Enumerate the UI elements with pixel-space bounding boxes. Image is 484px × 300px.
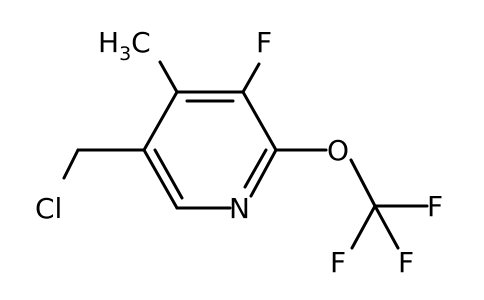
bond-c5-c4 xyxy=(142,90,179,152)
bond-c3-fluoro xyxy=(241,62,261,94)
bond-ch2-cl xyxy=(62,148,80,180)
oxygen-label: O xyxy=(327,134,349,167)
bond-oxygen-cf3 xyxy=(349,158,377,208)
bond-cf3-f-bottomright xyxy=(373,204,400,250)
bond-c2-n-inner xyxy=(243,148,268,189)
nitrogen-label: N xyxy=(229,192,250,225)
bond-c2-n xyxy=(249,148,278,198)
bond-c6-c5 xyxy=(142,148,179,210)
cf3-fluoro-bottomleft-label: F xyxy=(330,246,346,279)
fluoro-label: F xyxy=(256,26,272,59)
cf3-fluoro-bottomright-label: F xyxy=(398,246,414,279)
bond-c4-methyl xyxy=(158,60,179,94)
chlorine-label: Cl xyxy=(35,192,62,225)
cf3-fluoro-right-label: F xyxy=(427,190,443,223)
bond-c3-c2 xyxy=(241,90,278,152)
bond-c6-c5-inner xyxy=(153,148,184,200)
bond-cf3-f-bottomleft xyxy=(350,204,377,250)
methyl-label: H3C xyxy=(98,26,151,65)
